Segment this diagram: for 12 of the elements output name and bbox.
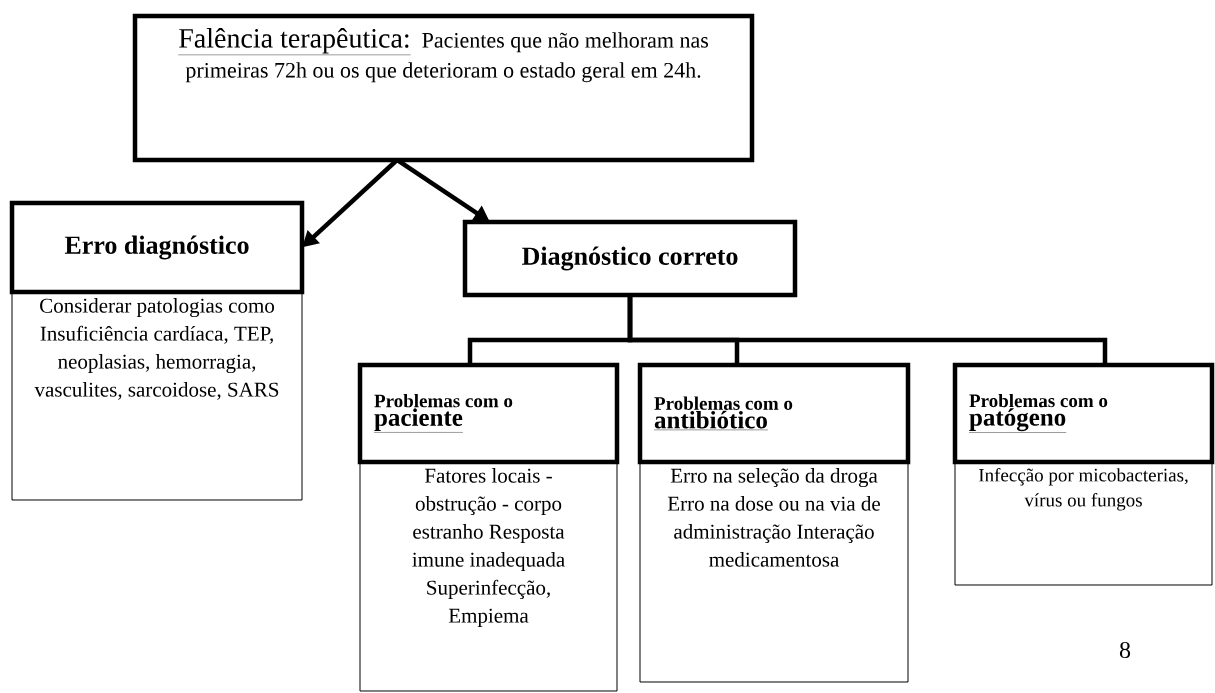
page-number: 8: [1119, 641, 1131, 659]
category-box: Problemas com o patógeno: [952, 362, 1215, 465]
description-box: Fatores locais - obstrução - corpo estranho Resposta imune inadequada Superinfecção, Empiema: [359, 461, 618, 692]
description-box: Infecção por micobacterias, vírus ou fungos: [954, 461, 1213, 586]
process-box: Erro diagnóstico: [9, 200, 305, 295]
category-box: Problemas com o antibiótico: [637, 362, 911, 465]
process-box: Diagnóstico correto: [462, 219, 798, 298]
tree-connector: [627, 295, 1108, 365]
description-box: Erro na seleção da droga Erro na dose ou na via de administração Interação medicamentosa: [639, 461, 909, 683]
category-box: Problemas com o paciente: [357, 362, 620, 465]
heading-box: Falência terapêutica: Pacientes que não melhoram nas primeiras 72h ou os que deterioram o estado geral em 24h.: [132, 13, 755, 163]
description-box: Considerar patologias como Insuficiência cardíaca, TEP, neoplasias, hemorragia, vasculites, sarcoidose, SARS: [11, 291, 303, 501]
